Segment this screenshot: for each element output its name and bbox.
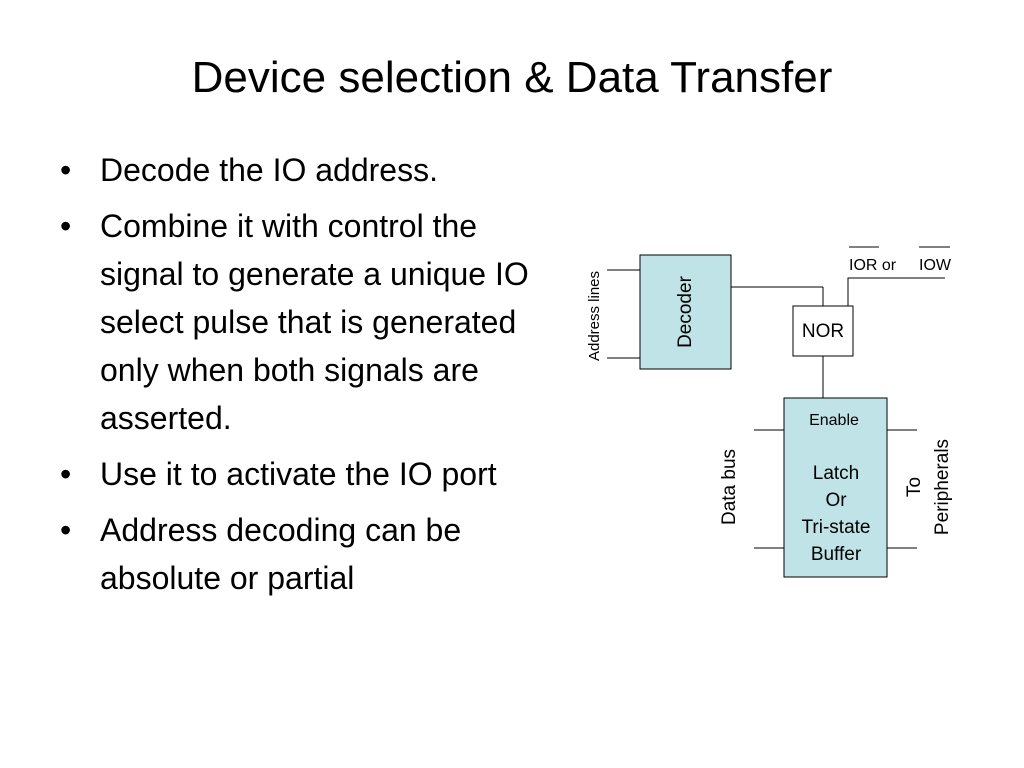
- bullet-text: Combine it with control the signal to ge…: [100, 208, 529, 436]
- nor-box: [792, 305, 854, 357]
- bullet-item: • Decode the IO address.: [60, 146, 540, 194]
- buffer-line-2: Or: [825, 490, 847, 511]
- control-signal-line: [847, 277, 945, 306]
- address-lines-label: Address lines: [586, 271, 603, 361]
- buffer-box: [783, 397, 888, 578]
- bullet-item: • Combine it with control the signal to g…: [60, 202, 540, 442]
- nor-label: NOR: [802, 321, 844, 342]
- bullet-list: • Decode the IO address. • Combine it with…: [60, 146, 540, 610]
- bullet-text: Address decoding can be absolute or part…: [100, 512, 462, 596]
- bullet-item: • Address decoding can be absolute or par…: [60, 506, 540, 602]
- to-label: To: [904, 477, 925, 497]
- decoder-label: Decoder: [675, 275, 696, 347]
- bullet-dot: •: [60, 456, 72, 492]
- peripherals-label: Peripherals: [932, 439, 953, 535]
- ior-label: IOR or: [849, 257, 897, 274]
- slide-title: Device selection & Data Transfer: [191, 53, 833, 102]
- buffer-line-4: Buffer: [811, 544, 862, 565]
- enable-label: Enable: [809, 412, 859, 429]
- buffer-line-3: Tri-state: [802, 517, 871, 538]
- bullet-dot: •: [60, 512, 72, 548]
- data-bus-label: Data bus: [719, 449, 740, 525]
- bullet-text: Decode the IO address.: [100, 152, 438, 188]
- buffer-line-1: Latch: [813, 463, 859, 484]
- bullet-dot: •: [60, 152, 72, 188]
- bullet-text: Use it to activate the IO port: [100, 456, 497, 492]
- decoder-box: [639, 254, 732, 370]
- bullet-dot: •: [60, 208, 72, 244]
- iow-label: IOW: [919, 257, 952, 274]
- bullet-item: • Use it to activate the IO port: [60, 450, 540, 498]
